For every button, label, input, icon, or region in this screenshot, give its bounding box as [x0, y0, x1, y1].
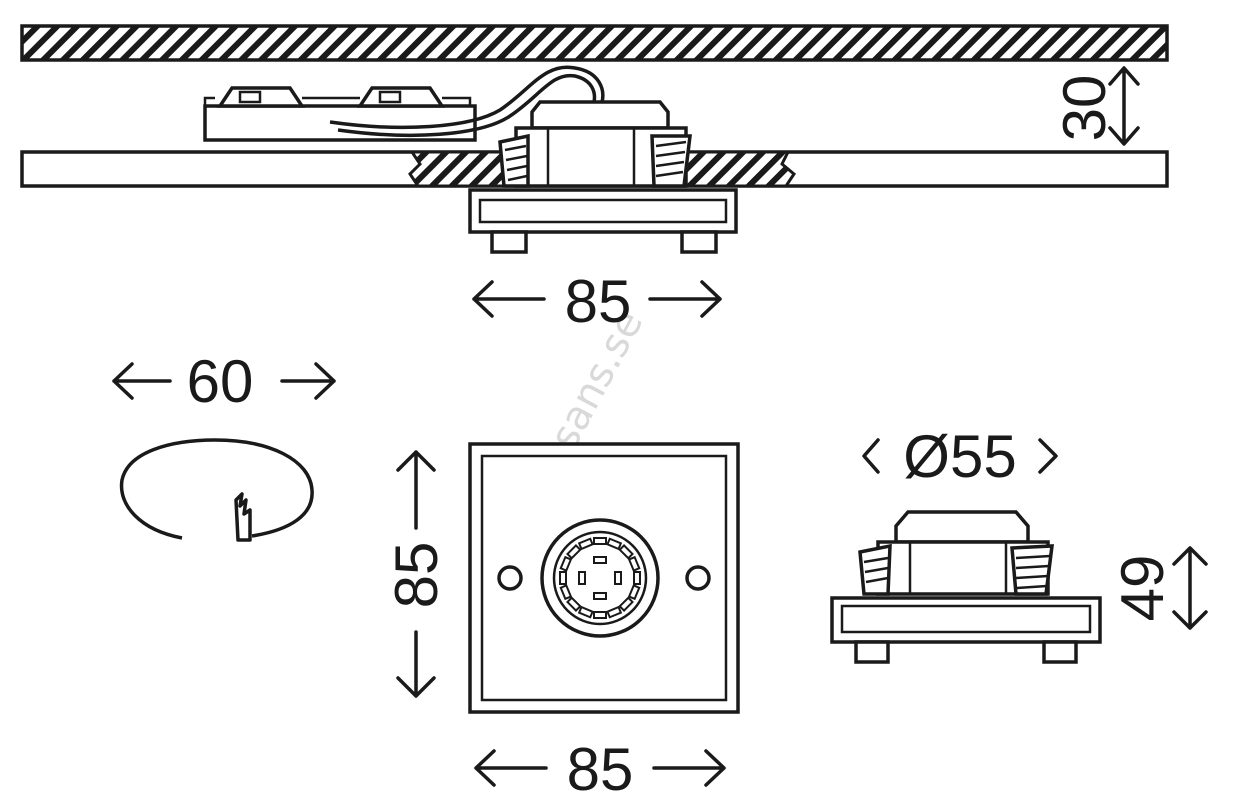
ceiling-slab [20, 24, 1169, 62]
diameter-label: Ø55 [903, 423, 1016, 490]
led-chip [559, 584, 573, 601]
width-arrow-bottom [474, 749, 726, 787]
trim-plate-side [830, 596, 1102, 644]
body-height-label: 49 [1109, 555, 1176, 622]
led-lens-inner [552, 530, 648, 626]
depth-label: 30 [1051, 75, 1118, 142]
body-height-arrow [1172, 546, 1208, 630]
front-trim-outer [468, 442, 740, 714]
depth-arrow [1108, 66, 1140, 146]
led-chip [606, 537, 623, 551]
led-chip [618, 544, 634, 560]
screw-hole-left [497, 565, 523, 591]
led-chip [633, 571, 641, 585]
led-chip [593, 611, 607, 619]
led-chip [606, 605, 623, 619]
cutout-arrow [112, 362, 336, 400]
width-label-bottom: 85 [567, 736, 634, 803]
width-arrow-top [472, 280, 722, 318]
height-arrow-front [396, 450, 436, 698]
body-side-view: Ø55 49 [830, 423, 1208, 664]
front-trim-inner [480, 454, 728, 702]
led-chip [566, 544, 582, 560]
fixture-body-installed [498, 100, 692, 188]
screw-hole-right [685, 565, 711, 591]
diameter-arrow [862, 438, 1058, 474]
led-chip [627, 555, 641, 572]
driver-block [203, 86, 477, 142]
cutout-hole [119, 438, 314, 540]
led-chip [578, 571, 586, 585]
led-chip [593, 537, 607, 545]
led-chip [566, 596, 582, 612]
led-chip [614, 571, 622, 585]
led-chip [627, 584, 641, 601]
width-label-top: 85 [565, 268, 632, 335]
trim-plate-installed [468, 188, 738, 234]
cutout-label: 60 [187, 348, 254, 415]
led-array [559, 537, 641, 619]
led-chip [559, 555, 573, 572]
side-installed-view: 30 85 [20, 24, 1169, 335]
led-chip [577, 537, 594, 551]
power-cable [329, 65, 605, 130]
led-chip [618, 596, 634, 612]
cutout-saw-edge [234, 492, 252, 542]
led-chip [593, 592, 607, 600]
led-chip [559, 571, 567, 585]
led-chip [593, 556, 607, 564]
front-view: 85 85 [383, 442, 740, 803]
cutout-view: 60 [112, 348, 336, 542]
height-label-front: 85 [383, 542, 450, 609]
led-chip [577, 605, 594, 619]
led-lens-outer [540, 518, 660, 638]
